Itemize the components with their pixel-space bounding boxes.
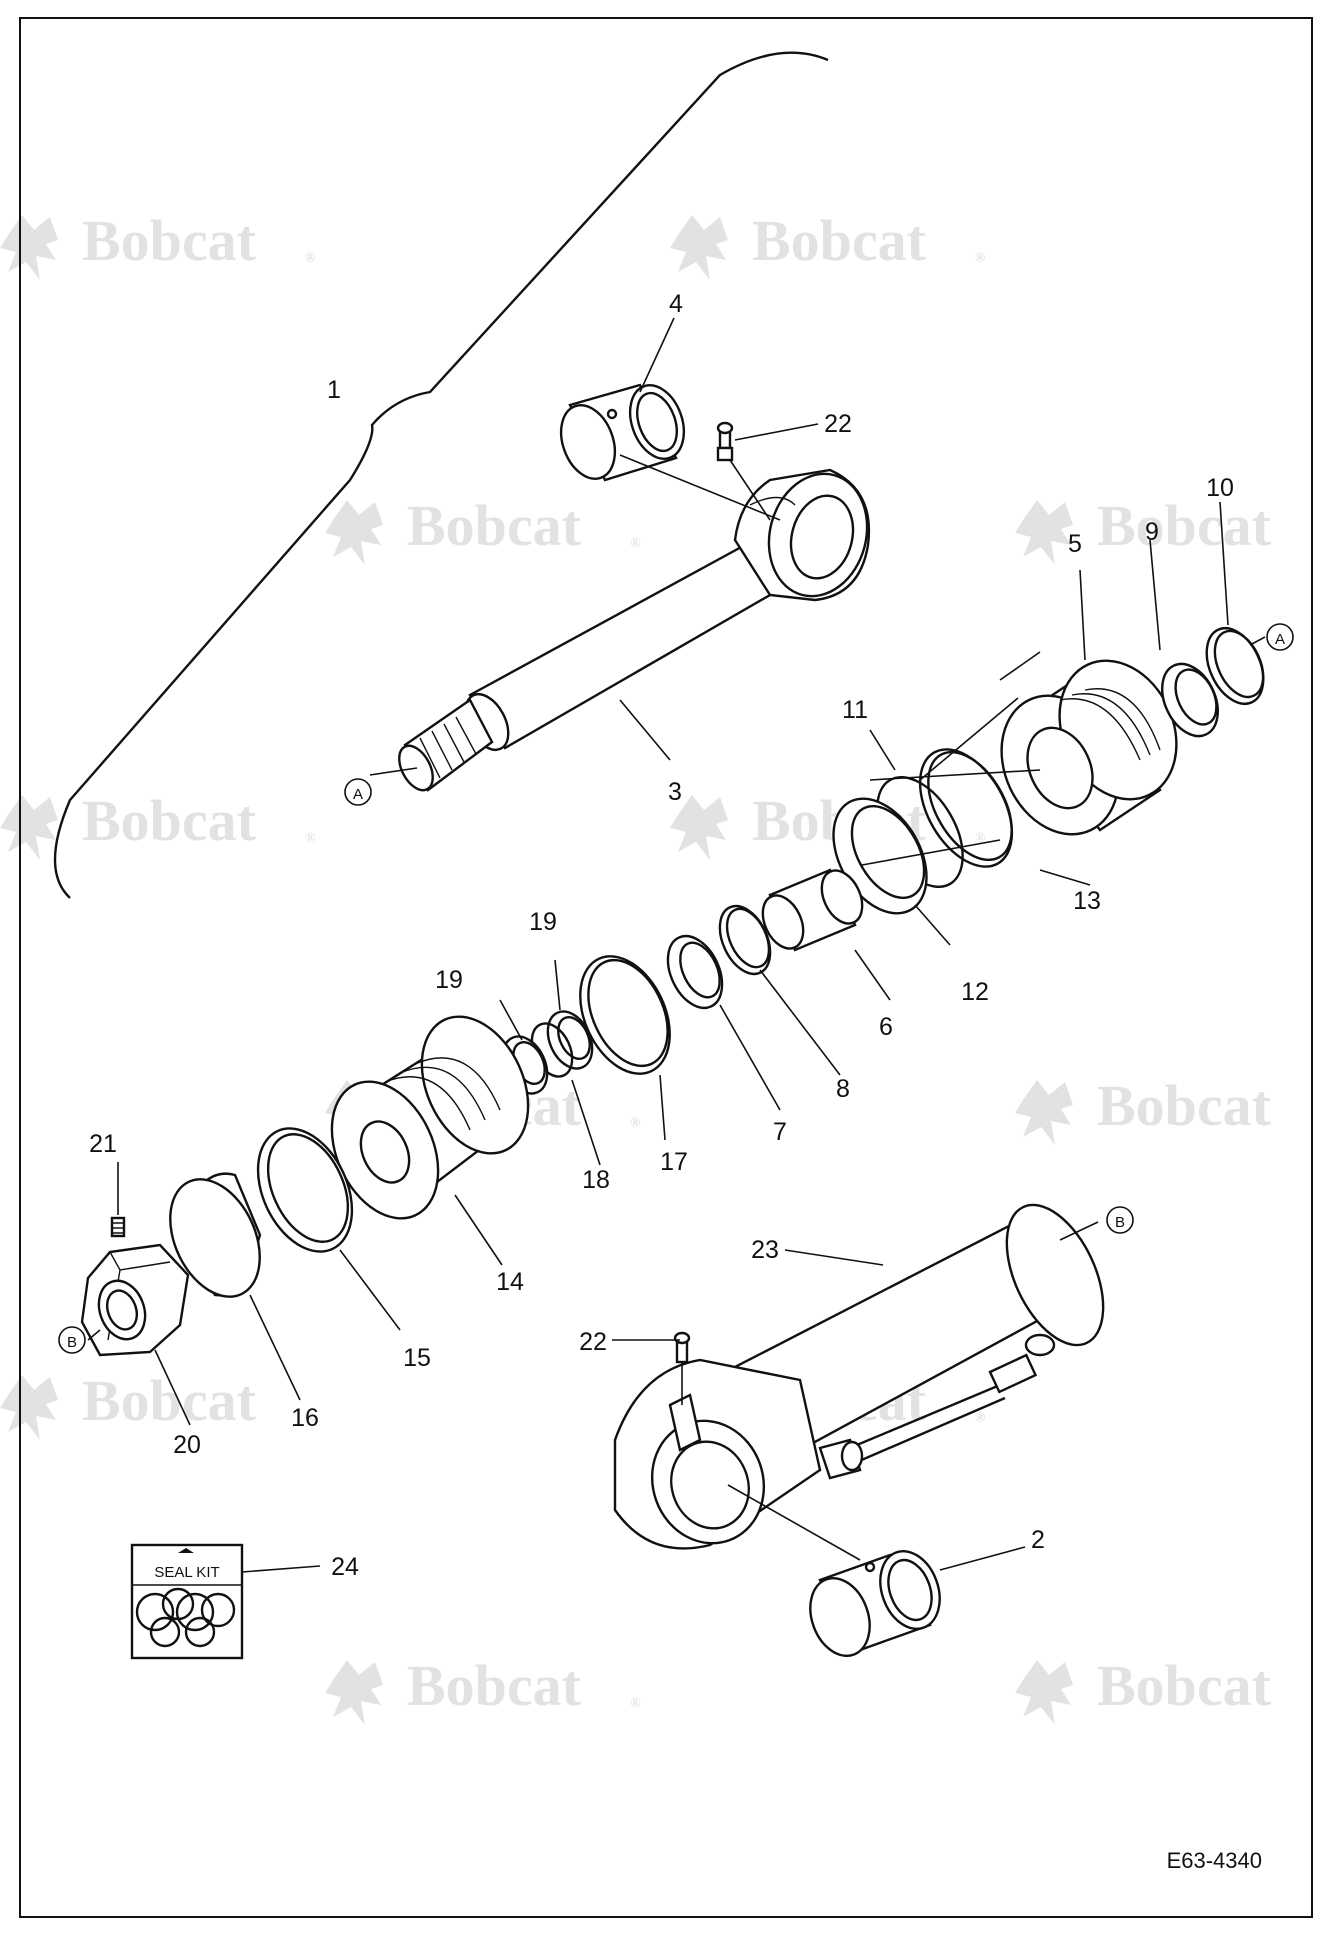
connector-a-right-label: A (1275, 631, 1285, 648)
svg-text:Bobcat: Bobcat (407, 1653, 582, 1718)
retaining-ring (1205, 627, 1265, 705)
callout-4: 4 (669, 290, 683, 318)
callout-23: 23 (751, 1236, 779, 1264)
callout-5: 5 (1068, 530, 1082, 558)
svg-text:Bobcat: Bobcat (82, 788, 257, 853)
callout-9: 9 (1145, 518, 1159, 546)
callout-11: 11 (842, 696, 868, 724)
svg-text:®: ® (975, 251, 986, 266)
connector-b-left (58, 1326, 86, 1354)
svg-text:®: ® (305, 831, 316, 846)
svg-text:®: ® (630, 536, 641, 551)
callout-13: 13 (1073, 887, 1101, 915)
seal-kit-icon: SEAL KIT (130, 1543, 244, 1660)
wear-ring-16 (169, 1172, 262, 1298)
piston (330, 1015, 530, 1220)
svg-text:Bobcat: Bobcat (1097, 1073, 1272, 1138)
watermark: Bobcat ® (670, 208, 986, 280)
callout-1: 1 (327, 376, 341, 404)
wiper-ring (1161, 662, 1219, 738)
callout-14: 14 (496, 1268, 524, 1296)
connector-b-right-label: B (1115, 1214, 1125, 1231)
seal-ring-7 (666, 934, 724, 1010)
drawing-border (19, 17, 1313, 1918)
watermark: Bobcat (1015, 1073, 1272, 1145)
watermark: Bobcat ® (0, 788, 316, 860)
svg-text:Bobcat: Bobcat (1097, 1653, 1272, 1718)
cylinder-head (1000, 659, 1178, 836)
callout-7: 7 (773, 1118, 787, 1146)
drawing-code: E63-4340 (1167, 1848, 1262, 1873)
wear-ring-15 (256, 1127, 354, 1253)
callout-6: 6 (879, 1013, 893, 1041)
svg-text:Bobcat: Bobcat (82, 1368, 257, 1433)
seal-kit-label: SEAL KIT (154, 1564, 219, 1581)
connector-a-left (344, 778, 372, 806)
leader-lines (87, 317, 1266, 1573)
svg-text:®: ® (975, 831, 986, 846)
svg-text:Bobcat: Bobcat (82, 208, 257, 273)
svg-text:®: ® (305, 1411, 316, 1426)
grease-fitting-rod (716, 421, 734, 462)
set-screw (110, 1216, 126, 1238)
callout-17: 17 (660, 1148, 688, 1176)
watermark: Bobcat ® (0, 208, 316, 280)
watermark: Bobcat (1015, 493, 1272, 565)
svg-text:®: ® (630, 1696, 641, 1711)
callout-3: 3 (668, 778, 682, 806)
watermark: Bobcat (1015, 1653, 1272, 1725)
callout-numbers: 1 2 3 4 5 6 7 8 9 10 11 12 13 14 15 16 1… (89, 290, 1234, 1581)
o-ring-13 (918, 748, 1014, 868)
assembly-brace (53, 51, 829, 899)
callout-16: 16 (291, 1404, 319, 1432)
seal-ring-19-right (546, 1010, 594, 1070)
connector-b-left-label: B (67, 1334, 77, 1351)
callout-22-barrel: 22 (579, 1328, 607, 1356)
callout-10: 10 (1206, 474, 1234, 502)
callout-19-right: 19 (529, 908, 557, 936)
cylinder-barrel (613, 1203, 1105, 1550)
callout-21: 21 (89, 1130, 117, 1158)
connector-a-left-label: A (353, 786, 363, 803)
callout-2: 2 (1031, 1526, 1045, 1554)
barrel-bushing (809, 1550, 941, 1657)
connector-markers: A A B B (58, 623, 1294, 1354)
svg-text:®: ® (630, 1116, 641, 1131)
callout-20: 20 (173, 1431, 201, 1459)
callout-22-rod: 22 (824, 410, 852, 438)
svg-text:Bobcat: Bobcat (407, 493, 582, 558)
callout-15: 15 (403, 1344, 431, 1372)
callout-24: 24 (331, 1553, 359, 1581)
callout-12: 12 (961, 978, 989, 1006)
connector-b-right (1106, 1206, 1134, 1234)
callout-18: 18 (582, 1166, 610, 1194)
callout-8: 8 (836, 1075, 850, 1103)
rod-bushing (559, 383, 686, 482)
rod-assembly (398, 468, 871, 792)
svg-text:®: ® (305, 251, 316, 266)
watermark: Bobcat ® (0, 1368, 316, 1440)
lock-nut (80, 1243, 190, 1357)
seal-ring-8 (718, 904, 772, 976)
svg-text:Bobcat: Bobcat (752, 208, 927, 273)
callout-19-left: 19 (435, 966, 463, 994)
watermark: Bobcat ® (325, 493, 641, 565)
connector-a-right (1266, 623, 1294, 651)
svg-text:®: ® (975, 1411, 986, 1426)
svg-text:Bobcat: Bobcat (1097, 493, 1272, 558)
watermark: Bobcat ® (325, 1653, 641, 1725)
bushing-6 (761, 868, 864, 952)
